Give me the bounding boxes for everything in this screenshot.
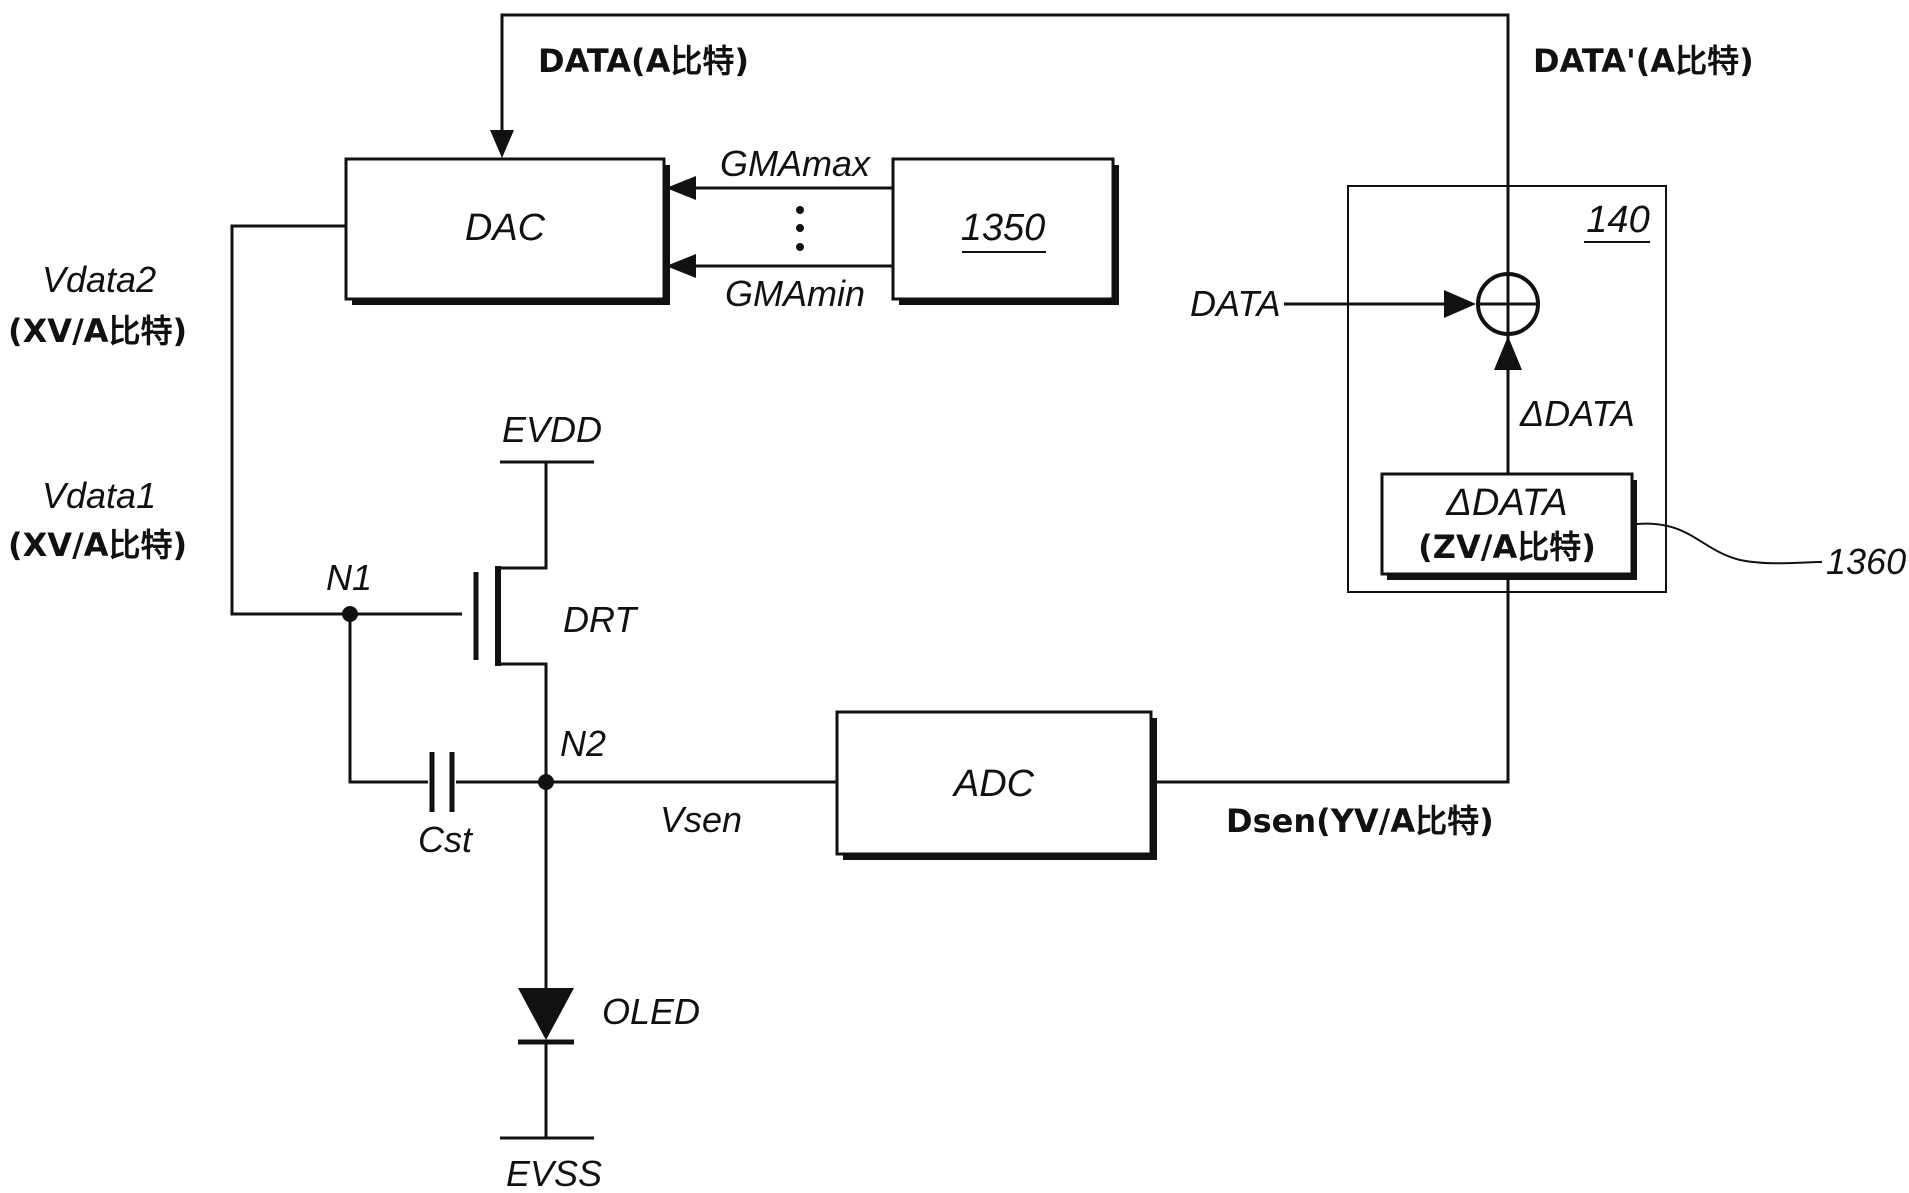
gma-max-label: GMAmax [720,143,872,184]
data-in-label: DATA(A比特) [538,42,749,80]
cst-label: Cst [418,819,474,860]
dac-input-arrow [490,130,514,158]
oled-label: OLED [602,991,700,1032]
compensator-label: 140 [1586,199,1649,241]
compensator-block [1347,185,1667,593]
data-label: DATA [1190,283,1281,324]
ellipsis-dot-1 [796,206,804,214]
vdata2-unit: (XV/A比特) [8,312,187,350]
vsen-label: Vsen [660,799,742,840]
gamma-block [891,157,1115,301]
drt-source-wire [498,662,548,782]
delta-data-label: ΔDATA [1519,393,1635,434]
dac-block [344,157,666,301]
gma-max-arrow [666,176,696,200]
ellipsis-dot-2 [796,224,804,232]
drt-drain-wire [498,462,548,570]
evss-label: EVSS [506,1153,602,1193]
dsen-label: Dsen(YV/A比特) [1226,802,1494,840]
oled-diode [518,988,574,1040]
reference-leader [1636,522,1823,565]
ellipsis-dot-3 [796,243,804,251]
vdata1-label: Vdata1 [42,475,156,516]
gamma-block-label: 1350 [961,207,1046,249]
adc-block [835,710,1153,856]
vdata2-label: Vdata2 [42,259,156,300]
gma-min-label: GMAmin [725,273,865,314]
n1-capacitor-wire [348,614,428,784]
evdd-label: EVDD [502,409,602,450]
delta-block [1380,472,1634,576]
n2-label: N2 [560,723,606,764]
reference-label: 1360 [1826,541,1906,582]
gma-min-arrow [666,254,696,278]
dac-label: DAC [465,207,546,249]
vdata1-unit: (XV/A比特) [8,526,187,564]
delta-block-unit: (ZV/A比特) [1418,528,1596,566]
delta-block-label: ΔDATA [1445,482,1567,524]
data-input-arrow [1444,290,1476,318]
delta-data-arrow [1494,336,1522,370]
n1-label: N1 [326,557,372,598]
drt-label: DRT [563,599,639,640]
dsen-wire [1151,580,1510,784]
adc-label: ADC [952,763,1035,805]
data-out-label: DATA'(A比特) [1533,42,1754,80]
feedback-wire [500,13,1510,480]
